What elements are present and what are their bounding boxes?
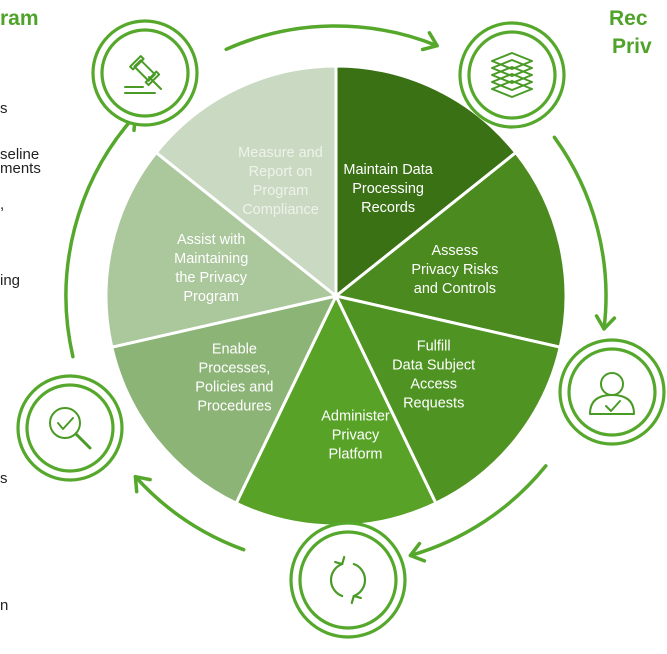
cycle-arrows: [64, 24, 617, 563]
wheel-segment-measure-report: [154, 64, 338, 298]
segment-label-fulfill-requests-line-2: Data Subject: [392, 357, 475, 373]
segment-label-enable-processes-line-2: Processes,: [199, 361, 271, 377]
segment-label-maintain-records-line-3: Records: [361, 200, 415, 216]
segment-label-assist-program-line-4: Program: [183, 289, 239, 305]
cycle-arrow-bottom-left: [133, 474, 246, 552]
icon-ring-outer: [16, 374, 124, 482]
search-check-icon: [49, 407, 92, 450]
segment-label-enable-processes-line-4: Procedures: [197, 399, 271, 415]
icon-ring-inner: [467, 30, 557, 120]
segment-label-administer-platform-line-3: Platform: [329, 447, 383, 463]
segment-label-enable-processes-line-3: Policies and: [195, 380, 273, 396]
segment-label-assess-risks-line-1: Assess: [432, 243, 479, 259]
left-heading: ram: [0, 7, 39, 30]
icon-ring-outer: [91, 19, 199, 127]
cycle-arrow-right-head: [594, 314, 617, 331]
segment-label-assess-risks-line-2: Privacy Risks: [411, 262, 498, 278]
cycle-arrow-bottom-left-head: [133, 474, 152, 494]
segment-label-measure-report-line-1: Measure and: [238, 145, 323, 161]
icon-ring-inner: [100, 28, 190, 118]
refresh-icon: [329, 555, 367, 605]
wheel-segment-assist-program: [104, 151, 338, 349]
right-heading-line-1: Rec: [609, 7, 648, 30]
gavel-icon: [124, 55, 162, 94]
left-text-fragment-6: s: [0, 470, 8, 487]
cycle-arrow-top: [224, 24, 439, 52]
wheel-segment-assess-risks: [334, 151, 568, 349]
icon-ring-inner: [25, 383, 115, 473]
left-text-fragment-2: seline: [0, 146, 40, 163]
wheel-segment-fulfill-requests: [334, 294, 562, 505]
cycle-arrow-bottom-right: [408, 464, 548, 558]
wheel-segment-maintain-records: [334, 64, 518, 298]
cycle-arrow-right: [552, 135, 608, 331]
cycle-arrow-bottom-right-head: [408, 541, 427, 563]
user-check-icon: [589, 372, 635, 415]
left-text-fragment-4: ,: [0, 196, 5, 213]
segment-label-assist-program-line-2: Maintaining: [174, 251, 248, 267]
left-text-fragment-1: s: [0, 100, 8, 117]
segment-label-measure-report-line-3: Program: [253, 183, 309, 199]
segment-label-measure-report-line-2: Report on: [249, 164, 313, 180]
segment-label-measure-report-line-4: Compliance: [242, 202, 319, 218]
icon-ring-outer: [289, 521, 407, 639]
left-text-fragment-7: n: [0, 597, 9, 614]
segment-label-fulfill-requests-line-1: Fulfill: [417, 338, 451, 354]
segment-label-maintain-records-line-2: Processing: [352, 181, 424, 197]
segment-label-assess-risks-line-3: and Controls: [414, 281, 496, 297]
cycle-arrow-top-head: [420, 31, 439, 52]
segment-label-administer-platform-line-1: Administer: [321, 409, 390, 425]
segment-label-assist-program-line-3: the Privacy: [175, 270, 247, 286]
segment-label-assist-program-line-1: Assist with: [177, 232, 246, 248]
icon-ring-inner: [298, 530, 398, 630]
wheel-segment-enable-processes: [110, 294, 338, 505]
left-text-fragment-5: ing: [0, 272, 21, 289]
segment-label-administer-platform-line-2: Privacy: [332, 428, 380, 444]
icon-ring-inner: [567, 347, 657, 437]
cycle-icons: [16, 19, 666, 639]
cycle-arrow-left: [64, 113, 138, 359]
segment-label-fulfill-requests-line-4: Requests: [403, 395, 464, 411]
segment-label-enable-processes-line-1: Enable: [212, 342, 257, 358]
wheel: Maintain DataProcessingRecordsAssessPriv…: [104, 64, 568, 528]
layers-icon: [491, 52, 533, 98]
segment-label-maintain-records-line-1: Maintain Data: [343, 162, 433, 178]
left-text-fragment-3: ments: [0, 160, 41, 177]
segment-label-fulfill-requests-line-3: Access: [410, 376, 457, 392]
icon-ring-outer: [558, 338, 666, 446]
right-heading-line-2: Priv: [612, 35, 652, 58]
